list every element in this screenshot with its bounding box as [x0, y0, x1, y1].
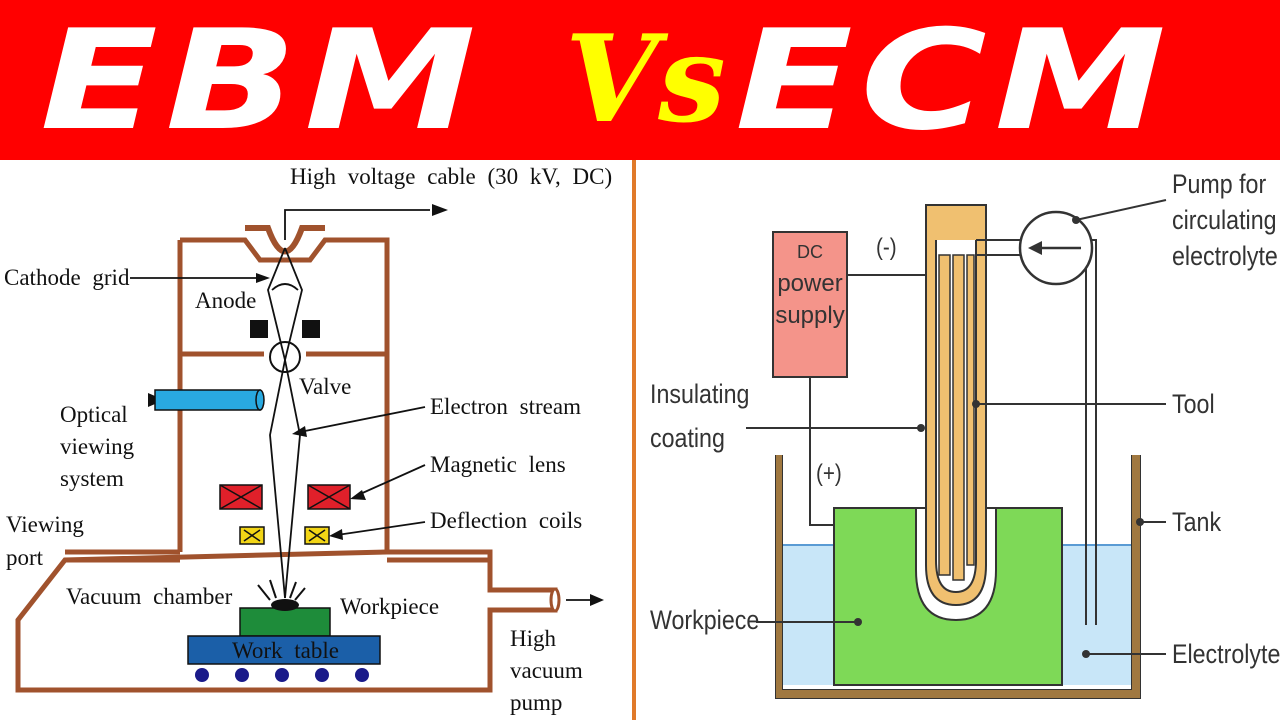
ebm-workpiece — [239, 607, 331, 637]
label-tank: Tank — [1172, 507, 1222, 537]
label-vacuum: Vacuum chamber — [66, 584, 233, 609]
optical-tube — [154, 389, 261, 411]
label-insulating-1: Insulating — [650, 379, 750, 409]
ebm-diagram: High voltage cable (30 kV, DC) Cathode g… — [0, 160, 632, 720]
power-line2: power — [777, 270, 843, 297]
vs-text-label: Vs — [565, 9, 726, 150]
ecm-diagram: DC power supply (-) (+) Pump for circula… — [636, 160, 1280, 720]
label-pump-1: High — [510, 626, 556, 651]
label-pump-2: vacuum — [510, 658, 583, 683]
magnetic-lens-right — [307, 484, 351, 510]
label-lens: Magnetic lens — [430, 452, 566, 477]
label-pump-3: pump — [510, 690, 563, 715]
label-optical-1: Optical — [60, 402, 128, 427]
anode-block-right — [302, 320, 320, 338]
vs-text: Vs — [565, 10, 726, 150]
label-optical-3: system — [60, 466, 124, 491]
label-workpiece: Workpiece — [650, 605, 760, 635]
label-pump-2: circulating — [1172, 205, 1277, 235]
vacuum-chamber-body — [15, 549, 558, 693]
label-cable: High voltage cable (30 kV, DC) — [290, 164, 613, 189]
magnetic-lens-left — [219, 484, 263, 510]
pump-outlet — [549, 587, 561, 613]
label-port-1: Viewing — [6, 512, 84, 537]
label-anode: Anode — [195, 288, 257, 313]
ebm-title: EBM — [40, 0, 484, 161]
label-plus: (+) — [816, 460, 842, 487]
label-electrolyte: Electrolyte — [1172, 639, 1280, 669]
pump-flow-arrow-icon — [1028, 241, 1042, 255]
label-minus: (-) — [876, 234, 897, 261]
title-banner: EBM Vs ECM — [0, 0, 1280, 160]
label-pump-1: Pump for — [1172, 169, 1267, 199]
ecm-title: ECM — [735, 0, 1174, 161]
label-pump-3: electrolyte — [1172, 241, 1278, 271]
ecm-drawing — [746, 199, 1167, 699]
label-tool: Tool — [1172, 389, 1215, 419]
electron-stream — [267, 247, 286, 599]
label-electron: Electron stream — [430, 394, 581, 419]
table-wheel — [235, 668, 249, 682]
cathode-cup — [245, 225, 325, 255]
table-wheel — [195, 668, 209, 682]
tank — [776, 690, 1140, 698]
label-optical-2: viewing — [60, 434, 135, 459]
deflection-coil-right — [304, 526, 330, 545]
label-table: Work table — [232, 638, 339, 663]
power-line3: supply — [775, 302, 845, 329]
table-wheel — [315, 668, 329, 682]
label-coils: Deflection coils — [430, 508, 583, 533]
label-cathode: Cathode grid — [4, 265, 130, 290]
cable-arrow-icon — [432, 204, 448, 216]
label-workpiece: Workpiece — [340, 594, 440, 619]
pump-arrow-icon — [590, 594, 604, 606]
power-line1: DC — [797, 242, 823, 262]
deflection-coil-left — [239, 526, 265, 545]
ebm-drawing — [15, 204, 604, 693]
label-insulating-2: coating — [650, 423, 725, 453]
label-valve: Valve — [299, 374, 352, 399]
table-wheel — [355, 668, 369, 682]
panel-divider — [632, 160, 636, 720]
gun-housing-right — [180, 237, 390, 552]
work-table — [187, 635, 381, 665]
label-port-2: port — [6, 545, 44, 570]
table-wheel — [275, 668, 289, 682]
anode-block-left — [250, 320, 268, 338]
